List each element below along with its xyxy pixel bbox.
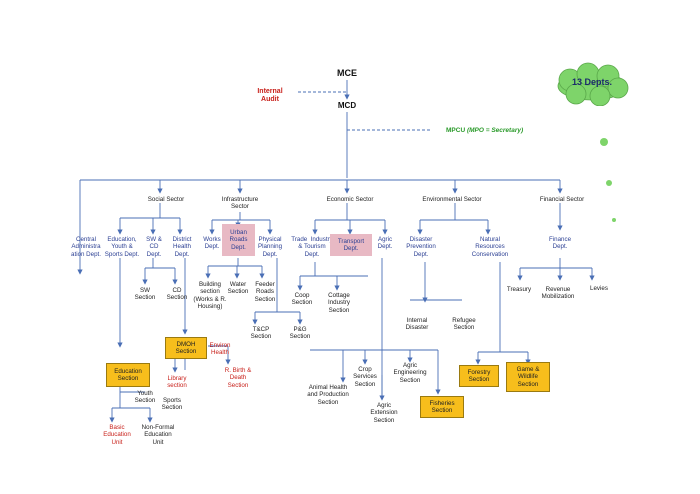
refugee-section: Refugee Section bbox=[452, 317, 476, 332]
infrastructure-sector: Infrastructure Sector bbox=[221, 196, 259, 211]
forestry-section: Forestry Section bbox=[459, 365, 499, 387]
mpcu-prefix: MPCU bbox=[446, 127, 466, 134]
environ-health-section: Environ Health bbox=[209, 342, 231, 357]
sw-cd-dept: SW & CD Dept. bbox=[146, 236, 162, 258]
pg-section: P&G Section bbox=[289, 326, 311, 341]
non-formal-education-unit: Non-Formal Education Unit bbox=[141, 424, 175, 446]
district-health-dept: District Health Dept. bbox=[172, 236, 192, 258]
building-section: Building section (Works & R. Housing) bbox=[193, 281, 227, 311]
coop-section: Coop Section bbox=[291, 292, 313, 307]
internal-audit-node: Internal Audit bbox=[257, 88, 283, 103]
dept-count-cloud bbox=[557, 62, 629, 106]
education-youth-dept: Education, Youth & Sports Dept. bbox=[104, 236, 140, 258]
financial-sector: Financial Sector bbox=[539, 196, 585, 203]
cd-section: CD Section bbox=[166, 287, 188, 302]
trade-industry-dept: Trade Industry & Tourism Dept. bbox=[291, 236, 333, 258]
water-section: Water Section bbox=[227, 281, 249, 296]
physical-planning-dept: Physical Planning Dept. bbox=[257, 236, 283, 258]
mpcu-note: (MPO = Secretary) bbox=[466, 127, 524, 134]
game-wildlife-section: Game & Wildlife Section bbox=[506, 362, 550, 392]
sw-section: SW Section bbox=[134, 287, 156, 302]
levies-section: Levies bbox=[590, 285, 608, 292]
natural-resources-dept: Natural Resources Conservation bbox=[471, 236, 509, 258]
internal-disaster-section: Internal Disaster bbox=[405, 317, 429, 332]
birth-death-section: R. Birth & Death Section bbox=[224, 367, 252, 389]
transport-dept: Transport Dept. bbox=[330, 234, 372, 256]
agric-extension-section: Agric Extension Section bbox=[370, 402, 398, 424]
central-admin-dept: Central Administra ation Dept. bbox=[71, 236, 101, 258]
mcd-node: MCD bbox=[337, 101, 357, 110]
mce-node: MCE bbox=[337, 68, 357, 78]
agric-dept: Agric Dept. bbox=[377, 236, 393, 251]
feeder-roads-section: Feeder Roads Section bbox=[254, 281, 276, 303]
mpcu-node: MPCU (MPO = Secretary) bbox=[446, 127, 523, 134]
library-section: Library section bbox=[167, 375, 187, 390]
tcp-section: T&CP Section bbox=[250, 326, 272, 341]
agric-engineering-section: Agric Engineering Section bbox=[393, 362, 427, 384]
disaster-prevention-dept: Disaster Prevention Dept. bbox=[406, 236, 436, 258]
basic-education-unit: Basic Education Unit bbox=[103, 424, 131, 446]
animal-health-section: Animal Health and Production Section bbox=[307, 384, 349, 406]
sports-section: Sports Section bbox=[161, 397, 183, 412]
social-sector: Social Sector bbox=[147, 196, 185, 203]
decor-dot bbox=[600, 138, 608, 146]
decor-dot bbox=[612, 218, 616, 222]
decor-dot bbox=[606, 180, 612, 186]
revenue-mobilization-section: Revenue Mobilization bbox=[541, 286, 575, 301]
youth-section: Youth Section bbox=[134, 390, 156, 405]
environmental-sector: Environmental Sector bbox=[422, 196, 482, 203]
dept-count-label: 13 Depts. bbox=[571, 77, 613, 87]
economic-sector: Economic Sector bbox=[326, 196, 374, 203]
treasury-section: Treasury bbox=[506, 286, 532, 293]
education-section: Education Section bbox=[106, 363, 150, 387]
cottage-industry-section: Cottage Industry Section bbox=[327, 292, 351, 314]
crop-services-section: Crop Services Section bbox=[353, 366, 377, 388]
finance-dept: Finance Dept. bbox=[548, 236, 572, 251]
dmoh-section: DMOH Section bbox=[165, 337, 207, 359]
works-dept: Works Dept. bbox=[203, 236, 221, 251]
fisheries-section: Fisheries Section bbox=[420, 396, 464, 418]
urban-roads-dept: Urban Roads Dept. bbox=[222, 224, 255, 256]
